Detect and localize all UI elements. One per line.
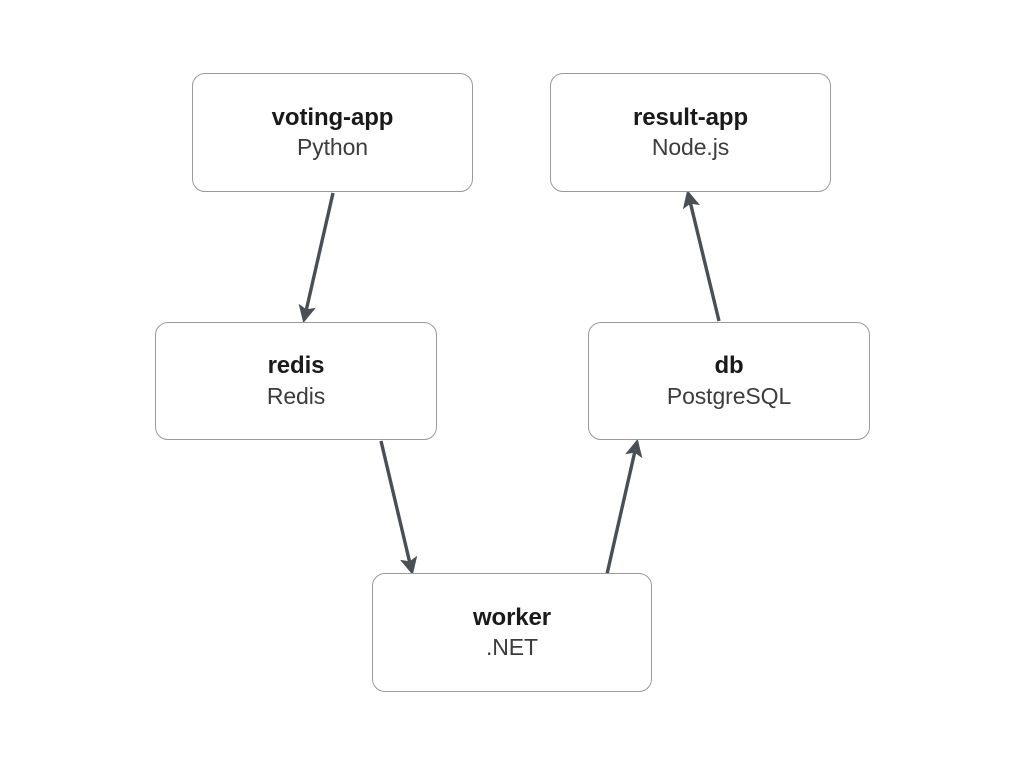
node-title: voting-app	[271, 103, 394, 131]
node-worker[interactable]: worker .NET	[372, 573, 652, 692]
node-title: result-app	[632, 103, 749, 131]
node-subtitle: Python	[296, 134, 368, 161]
node-title: redis	[267, 352, 325, 380]
edge-voting-app-to-redis	[298, 192, 335, 323]
edge-redis-to-worker	[379, 440, 418, 575]
node-result-app[interactable]: result-app Node.js	[550, 73, 831, 192]
node-subtitle: Redis	[266, 382, 326, 409]
node-redis[interactable]: redis Redis	[155, 322, 437, 440]
node-subtitle: Node.js	[651, 134, 730, 161]
node-voting-app[interactable]: voting-app Python	[192, 73, 473, 192]
edge-worker-to-db	[605, 439, 643, 575]
node-subtitle: PostgreSQL	[666, 382, 792, 409]
node-subtitle: .NET	[486, 634, 538, 661]
edge-db-to-result-app	[682, 190, 721, 322]
node-db[interactable]: db PostgreSQL	[588, 322, 870, 440]
node-title: worker	[472, 603, 552, 631]
node-title: db	[714, 352, 744, 380]
